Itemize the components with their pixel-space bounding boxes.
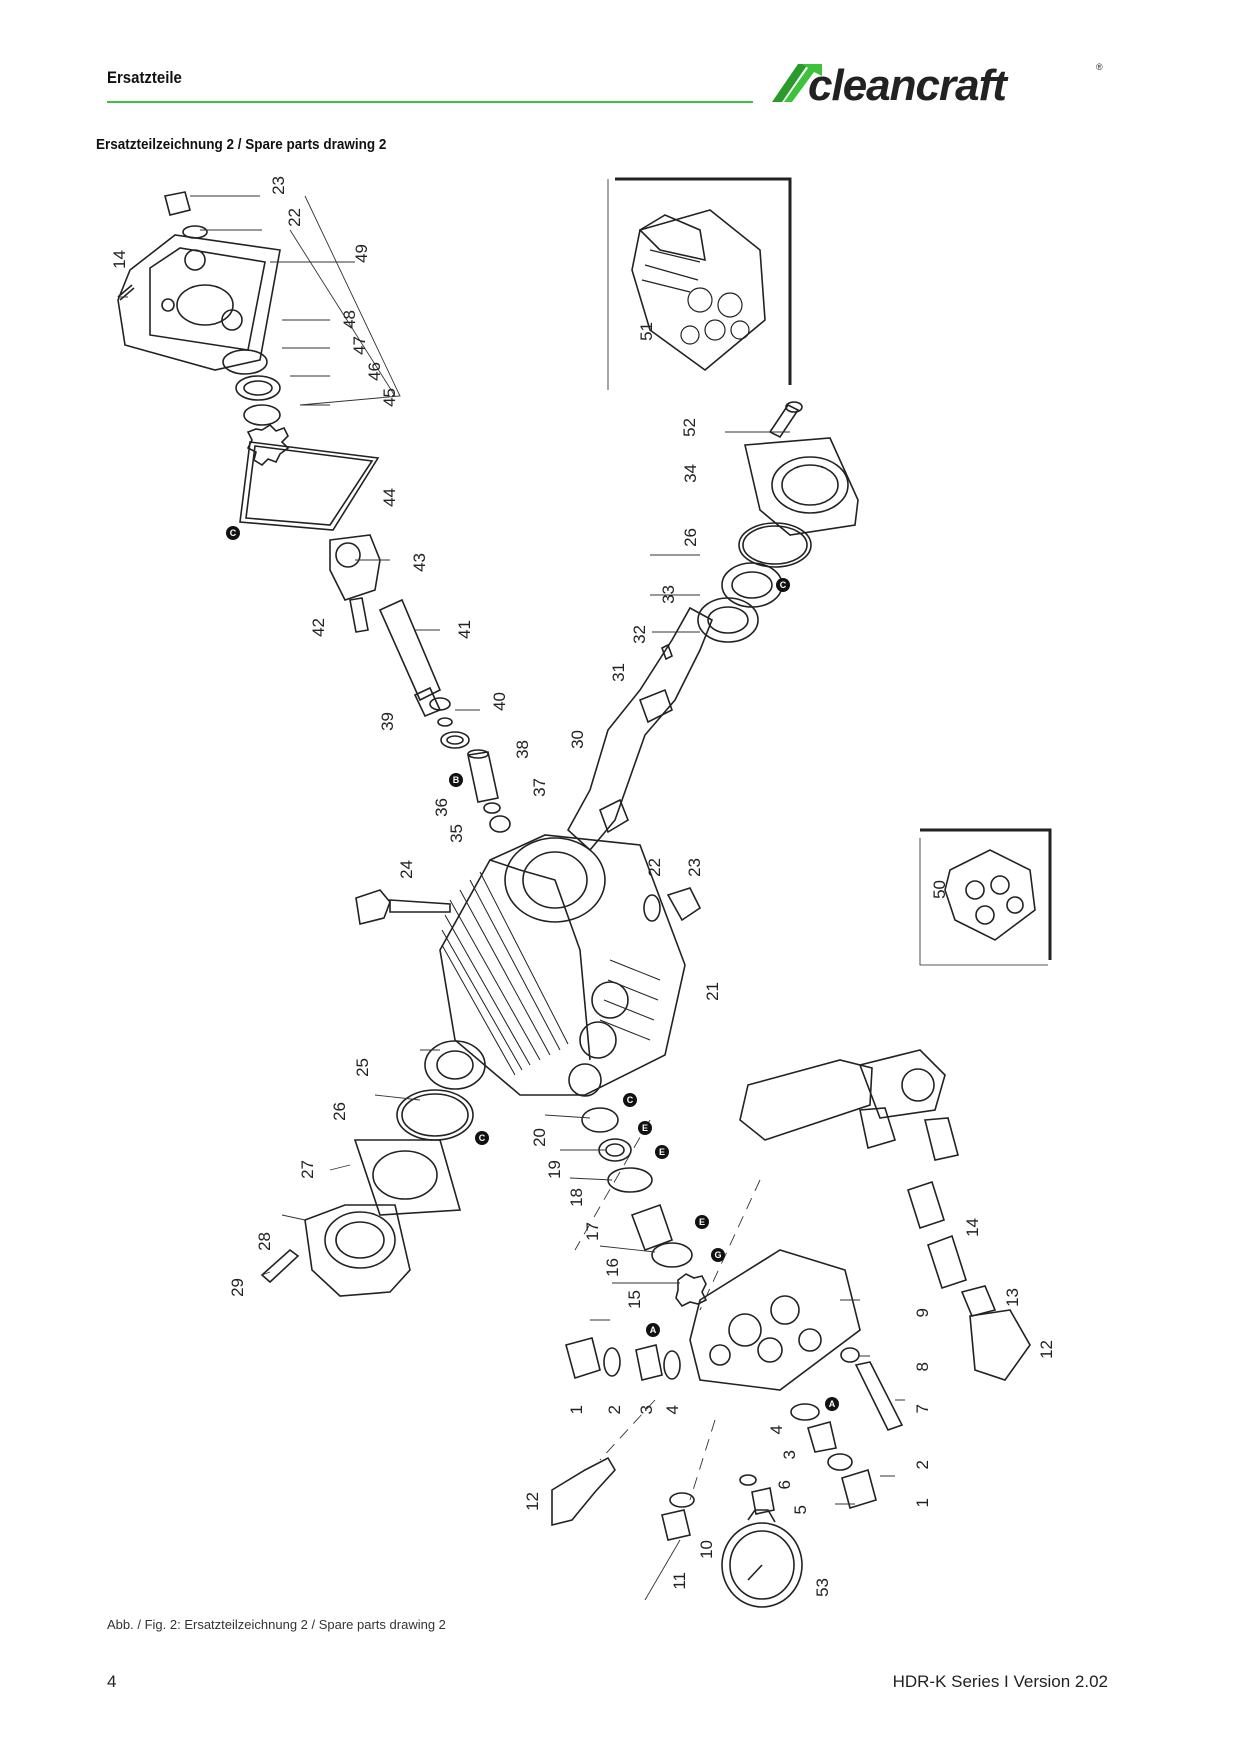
marker-e-2: E — [655, 1145, 669, 1159]
svg-text:A: A — [829, 1399, 836, 1409]
callout-35: 35 — [447, 824, 466, 843]
callout-21: 21 — [703, 982, 722, 1001]
callout-14-right: 14 — [963, 1218, 982, 1237]
callout-25: 25 — [353, 1058, 372, 1077]
callout-5: 5 — [791, 1505, 810, 1514]
svg-text:B: B — [453, 775, 460, 785]
callout-39: 39 — [378, 712, 397, 731]
callout-41: 41 — [455, 620, 474, 639]
callout-36: 36 — [432, 798, 451, 817]
callout-28: 28 — [255, 1232, 274, 1251]
callout-11: 11 — [670, 1572, 689, 1590]
callout-10: 10 — [697, 1540, 716, 1559]
callout-6: 6 — [775, 1480, 794, 1489]
callout-9: 9 — [913, 1308, 932, 1317]
header-title: Ersatzteile — [107, 68, 182, 87]
callout-1-right: 1 — [913, 1498, 932, 1507]
callout-26-left: 26 — [330, 1102, 349, 1121]
callout-53: 53 — [813, 1578, 832, 1597]
callout-12-right: 12 — [1037, 1340, 1056, 1359]
svg-text:C: C — [479, 1133, 486, 1143]
callout-32: 32 — [630, 625, 649, 644]
svg-text:C: C — [230, 528, 237, 538]
callout-51: 51 — [637, 322, 656, 341]
svg-text:C: C — [780, 580, 787, 590]
svg-text:C: C — [627, 1095, 634, 1105]
callout-26-right: 26 — [681, 528, 700, 547]
svg-text:cleancraft: cleancraft — [808, 61, 1009, 110]
svg-text:®: ® — [1096, 62, 1103, 72]
callout-18: 18 — [567, 1188, 586, 1207]
marker-g: G — [711, 1248, 725, 1262]
callout-45: 45 — [380, 388, 399, 407]
callout-44: 44 — [380, 488, 399, 507]
callout-47: 47 — [350, 336, 369, 355]
callout-24: 24 — [397, 860, 416, 879]
svg-text:E: E — [642, 1123, 648, 1133]
callout-38: 38 — [513, 740, 532, 759]
callout-29: 29 — [228, 1278, 247, 1297]
callout-46: 46 — [365, 362, 384, 381]
callout-48: 48 — [340, 310, 359, 329]
callout-34: 34 — [681, 464, 700, 483]
callout-16: 16 — [603, 1258, 622, 1277]
marker-a-right: A — [825, 1397, 839, 1411]
callout-3-right: 3 — [780, 1450, 799, 1459]
callout-42: 42 — [309, 618, 328, 637]
section-title: Ersatzteilzeichnung 2 / Spare parts draw… — [96, 136, 387, 153]
callout-2-left: 2 — [605, 1405, 624, 1414]
cleancraft-logo: cleancraft ® — [772, 61, 1103, 110]
callout-30: 30 — [568, 730, 587, 749]
marker-e-1: E — [638, 1121, 652, 1135]
page-number: 4 — [107, 1672, 117, 1691]
marker-c-mid: C — [623, 1093, 637, 1107]
callout-33: 33 — [659, 585, 678, 604]
series-version: HDR-K Series I Version 2.02 — [892, 1672, 1108, 1691]
callout-8: 8 — [913, 1362, 932, 1371]
callout-7: 7 — [913, 1404, 932, 1413]
callout-19: 19 — [545, 1160, 564, 1179]
svg-text:G: G — [714, 1250, 721, 1260]
callout-12-left: 12 — [523, 1492, 542, 1511]
callout-4-left: 4 — [663, 1405, 682, 1414]
callout-20: 20 — [530, 1128, 549, 1147]
figure-caption: Abb. / Fig. 2: Ersatzteilzeichnung 2 / S… — [107, 1617, 446, 1632]
header-rule — [107, 101, 753, 103]
callout-52: 52 — [680, 418, 699, 437]
svg-text:E: E — [699, 1217, 705, 1227]
callout-50: 50 — [930, 880, 949, 899]
svg-text:A: A — [650, 1325, 657, 1335]
callout-17: 17 — [583, 1222, 602, 1241]
callout-13: 13 — [1003, 1288, 1022, 1307]
marker-b: B — [449, 773, 463, 787]
marker-a-left: A — [646, 1323, 660, 1337]
callout-22-mid: 22 — [645, 858, 664, 877]
callout-22-top: 22 — [285, 208, 304, 227]
callout-27: 27 — [298, 1160, 317, 1179]
callout-14-top: 14 — [110, 250, 129, 269]
callout-43: 43 — [410, 553, 429, 572]
callout-23-mid: 23 — [685, 858, 704, 877]
callout-23-top: 23 — [269, 176, 288, 195]
callout-2-right: 2 — [913, 1460, 932, 1469]
callout-40: 40 — [490, 692, 509, 711]
callout-49: 49 — [352, 244, 371, 263]
callout-3-left: 3 — [637, 1405, 656, 1414]
marker-c-top: C — [226, 526, 240, 540]
callout-15: 15 — [625, 1290, 644, 1309]
callout-1-left: 1 — [567, 1405, 586, 1414]
marker-c-left: C — [475, 1131, 489, 1145]
svg-text:E: E — [659, 1147, 665, 1157]
callout-4-right: 4 — [767, 1425, 786, 1434]
callout-37: 37 — [530, 778, 549, 797]
callout-31: 31 — [609, 663, 628, 682]
marker-e-3: E — [695, 1215, 709, 1229]
marker-c-right: C — [776, 578, 790, 592]
